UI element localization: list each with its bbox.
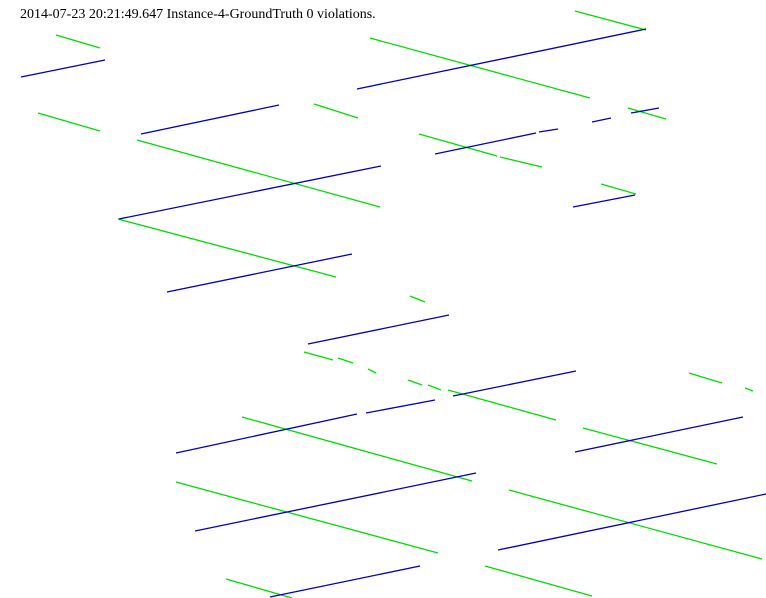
green-segment	[367, 368, 377, 374]
blue-segment	[572, 194, 636, 208]
green-segment	[303, 351, 334, 361]
green-segment	[369, 37, 591, 99]
blue-segment	[356, 28, 647, 90]
green-segment	[484, 565, 593, 597]
green-segment	[117, 218, 337, 278]
blue-segment	[538, 128, 559, 133]
green-segment	[447, 389, 557, 421]
green-segment	[744, 387, 754, 392]
green-segment	[582, 427, 718, 465]
green-segment	[600, 183, 637, 195]
green-segment	[508, 489, 763, 560]
blue-segment	[140, 104, 280, 135]
blue-segment	[591, 117, 612, 123]
blue-segment	[574, 416, 744, 453]
blue-segment	[434, 132, 537, 155]
blue-segment	[307, 314, 450, 345]
status-text: 2014-07-23 20:21:49.647 Instance-4-Groun…	[20, 7, 376, 22]
green-segment	[574, 10, 647, 31]
blue-segment	[630, 107, 660, 114]
green-segment	[175, 481, 439, 554]
blue-segment	[175, 413, 358, 454]
blue-segment	[20, 59, 106, 78]
blue-segment	[118, 165, 382, 220]
green-segment	[55, 34, 101, 49]
blue-segment	[497, 493, 766, 551]
green-segment	[313, 103, 359, 119]
green-segment	[37, 112, 101, 132]
green-segment	[627, 107, 667, 120]
green-segment	[688, 372, 723, 384]
blue-segment	[269, 565, 421, 598]
green-segment	[407, 379, 423, 386]
blue-segment	[166, 253, 353, 293]
blue-segment	[194, 472, 477, 532]
green-segment	[427, 384, 442, 391]
green-segment	[409, 295, 426, 303]
blue-segment	[365, 399, 436, 414]
blue-segment	[452, 370, 577, 397]
green-segment	[499, 156, 543, 168]
green-segment	[337, 357, 354, 364]
green-segment	[136, 139, 381, 208]
green-segment	[241, 416, 473, 482]
green-segment	[418, 133, 498, 157]
